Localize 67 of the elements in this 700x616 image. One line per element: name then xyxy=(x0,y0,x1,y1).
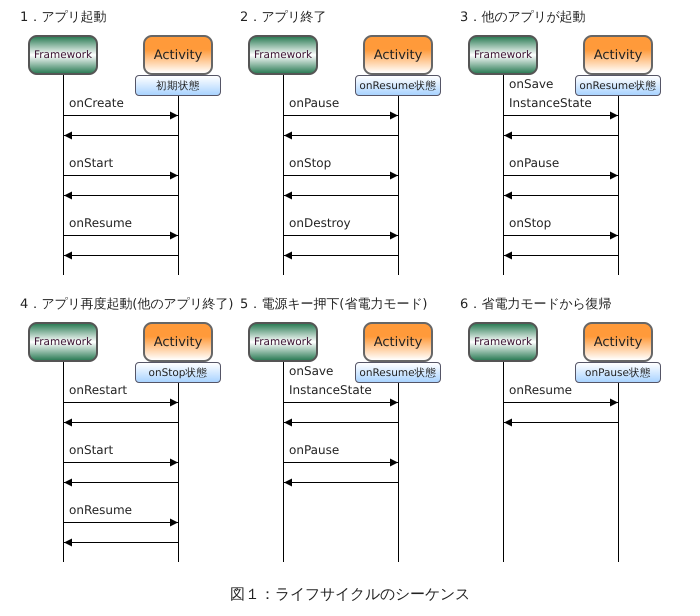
arrow xyxy=(504,252,618,260)
lifeline xyxy=(618,96,619,275)
participant-box: Framework xyxy=(468,35,538,75)
arrow xyxy=(504,192,618,200)
arrow xyxy=(64,112,178,120)
panel-title: 3．他のアプリが起動 xyxy=(460,9,586,26)
participant-box: Framework xyxy=(248,35,318,75)
lifeline xyxy=(398,383,399,562)
participant-box: Activity xyxy=(143,35,213,75)
lifeline xyxy=(63,362,64,562)
lifeline xyxy=(178,96,179,275)
arrow xyxy=(64,518,178,526)
panel-title: 2．アプリ終了 xyxy=(240,9,326,26)
arrow xyxy=(504,232,618,240)
panel-title: 5．電源キー押下(省電力モード) xyxy=(240,296,428,313)
participant-box: Activity xyxy=(583,322,653,362)
arrow xyxy=(284,458,398,466)
state-box: onResume状態 xyxy=(575,75,661,96)
arrow xyxy=(504,112,618,120)
participant-box: Activity xyxy=(143,322,213,362)
arrow xyxy=(64,192,178,200)
panel-title: 4．アプリ再度起動(他のアプリ終了) xyxy=(20,296,234,313)
lifeline xyxy=(283,75,284,275)
panel-title: 1．アプリ起動 xyxy=(20,9,106,26)
lifeline xyxy=(618,383,619,562)
lifeline xyxy=(283,362,284,562)
lifeline xyxy=(398,96,399,275)
arrow xyxy=(284,232,398,240)
state-box: onPause状態 xyxy=(575,362,661,383)
arrow xyxy=(64,232,178,240)
arrow xyxy=(64,478,178,486)
panel-title: 6．省電力モードから復帰 xyxy=(460,296,612,313)
participant-box: Activity xyxy=(363,322,433,362)
participant-box: Framework xyxy=(468,322,538,362)
participant-box: Framework xyxy=(28,322,98,362)
arrow xyxy=(64,398,178,406)
arrow xyxy=(64,252,178,260)
caption: 図１：ライフサイクルのシーケンス xyxy=(229,585,471,604)
state-box: onResume状態 xyxy=(355,75,441,96)
arrow xyxy=(64,458,178,466)
arrow xyxy=(64,132,178,140)
participant-box: Framework xyxy=(248,322,318,362)
arrow xyxy=(284,418,398,426)
lifeline xyxy=(503,362,504,562)
arrow xyxy=(284,132,398,140)
arrow xyxy=(284,252,398,260)
arrow xyxy=(64,538,178,546)
arrow xyxy=(284,112,398,120)
arrow xyxy=(504,398,618,406)
arrow xyxy=(64,172,178,180)
participant-box: Activity xyxy=(363,35,433,75)
participant-box: Framework xyxy=(28,35,98,75)
state-box: onStop状態 xyxy=(135,362,221,383)
arrow xyxy=(504,132,618,140)
arrow xyxy=(504,418,618,426)
lifeline xyxy=(503,75,504,275)
arrow xyxy=(64,418,178,426)
arrow xyxy=(284,192,398,200)
arrow xyxy=(284,172,398,180)
arrow xyxy=(284,398,398,406)
arrow xyxy=(284,478,398,486)
state-box: onResume状態 xyxy=(355,362,441,383)
lifeline xyxy=(178,383,179,562)
participant-box: Activity xyxy=(583,35,653,75)
lifeline xyxy=(63,75,64,275)
arrow xyxy=(504,172,618,180)
state-box: 初期状態 xyxy=(135,75,221,96)
